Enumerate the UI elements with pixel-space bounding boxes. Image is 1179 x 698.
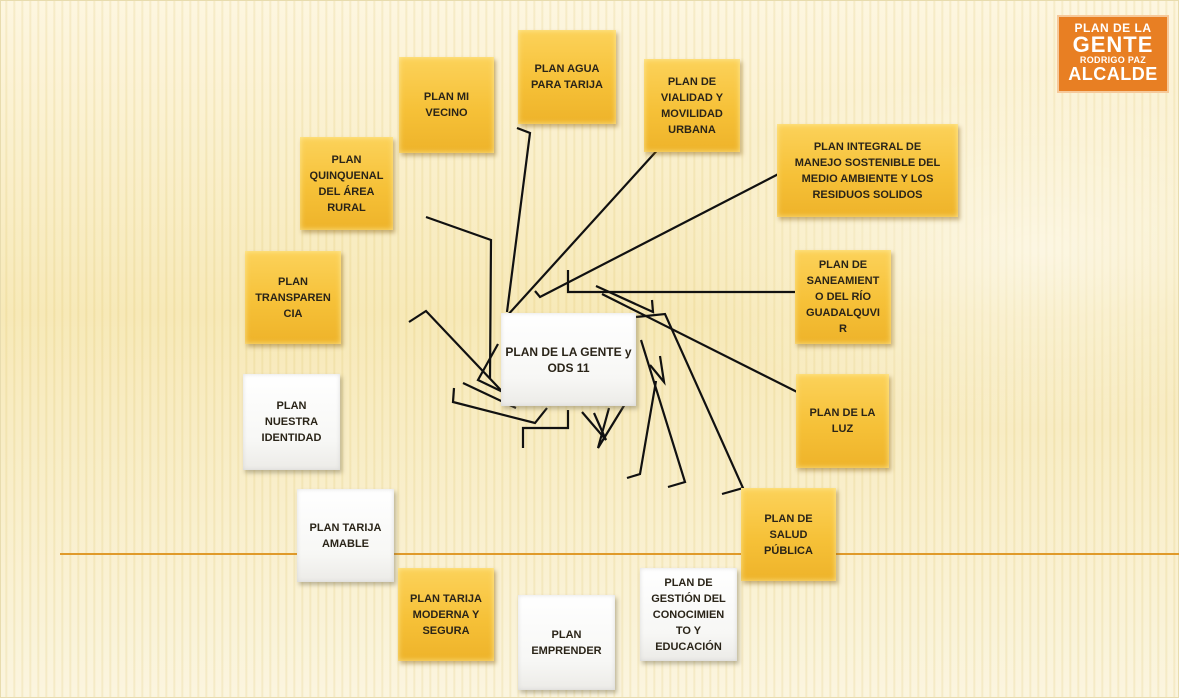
logo-line-2: GENTE [1072, 32, 1154, 57]
horizontal-accent-line [60, 553, 1179, 555]
plan-vialidad-movilidad: PLAN DE VIALIDAD Y MOVILIDAD URBANA [644, 59, 740, 152]
plan-medio-ambiente: PLAN INTEGRAL DE MANEJO SOSTENIBLE DEL M… [777, 124, 958, 217]
plan-transparencia: PLAN TRANSPAREN CIA [245, 251, 341, 344]
logo-line-1: PLAN DE LA [1074, 21, 1152, 35]
plan-emprender: PLAN EMPRENDER [518, 595, 615, 690]
connector-agua [505, 126, 532, 313]
connector-quinquenal [425, 215, 493, 379]
plan-mi-vecino: PLAN MI VECINO [399, 57, 494, 153]
plan-salud-publica: PLAN DE SALUD PÚBLICA [741, 488, 836, 581]
connector-salud [649, 355, 666, 386]
connector-emprender [581, 411, 608, 441]
plan-nuestra-identidad: PLAN NUESTRA IDENTIDAD [243, 374, 340, 470]
logo-line-3: RODRIGO PAZ [1079, 55, 1147, 65]
plan-saneamiento-rio: PLAN DE SANEAMIENT O DEL RÍO GUADALQUVI … [795, 250, 891, 344]
logo-line-4: ALCALDE [1068, 64, 1158, 84]
plan-de-la-gente-logo: PLAN DE LA GENTE RODRIGO PAZ ALCALDE [1057, 15, 1169, 93]
connector-tarija-amable [521, 410, 570, 448]
connector-vialidad [505, 134, 672, 318]
connector-moderna-1 [626, 380, 658, 480]
plan-agua-para-tarija: PLAN AGUA PARA TARIJA [518, 30, 616, 124]
connector-moderna-2 [596, 403, 626, 449]
connector-transparencia [408, 309, 515, 405]
connector-conocimiento [639, 339, 687, 489]
connector-saneamiento-3 [601, 293, 834, 411]
center-node: PLAN DE LA GENTE y ODS 11 [501, 313, 636, 406]
connector-saneamiento-2 [595, 284, 655, 314]
plan-tarija-moderna-segura: PLAN TARIJA MODERNA Y SEGURA [398, 568, 494, 661]
connector-identidad-2 [451, 387, 548, 425]
connector-medio-ambiente [534, 166, 793, 299]
plan-tarija-amable: PLAN TARIJA AMABLE [297, 489, 394, 582]
connector-luz [635, 312, 745, 496]
connector-mi-vecino [476, 343, 506, 394]
plan-gestion-conocimiento: PLAN DE GESTIÓN DEL CONOCIMIEN TO Y EDUC… [640, 568, 737, 661]
plan-de-la-luz: PLAN DE LA LUZ [796, 374, 889, 468]
plan-quinquenal-rural: PLAN QUINQUENAL DEL ÁREA RURAL [300, 137, 393, 230]
connector-saneamiento-1 [566, 270, 797, 294]
